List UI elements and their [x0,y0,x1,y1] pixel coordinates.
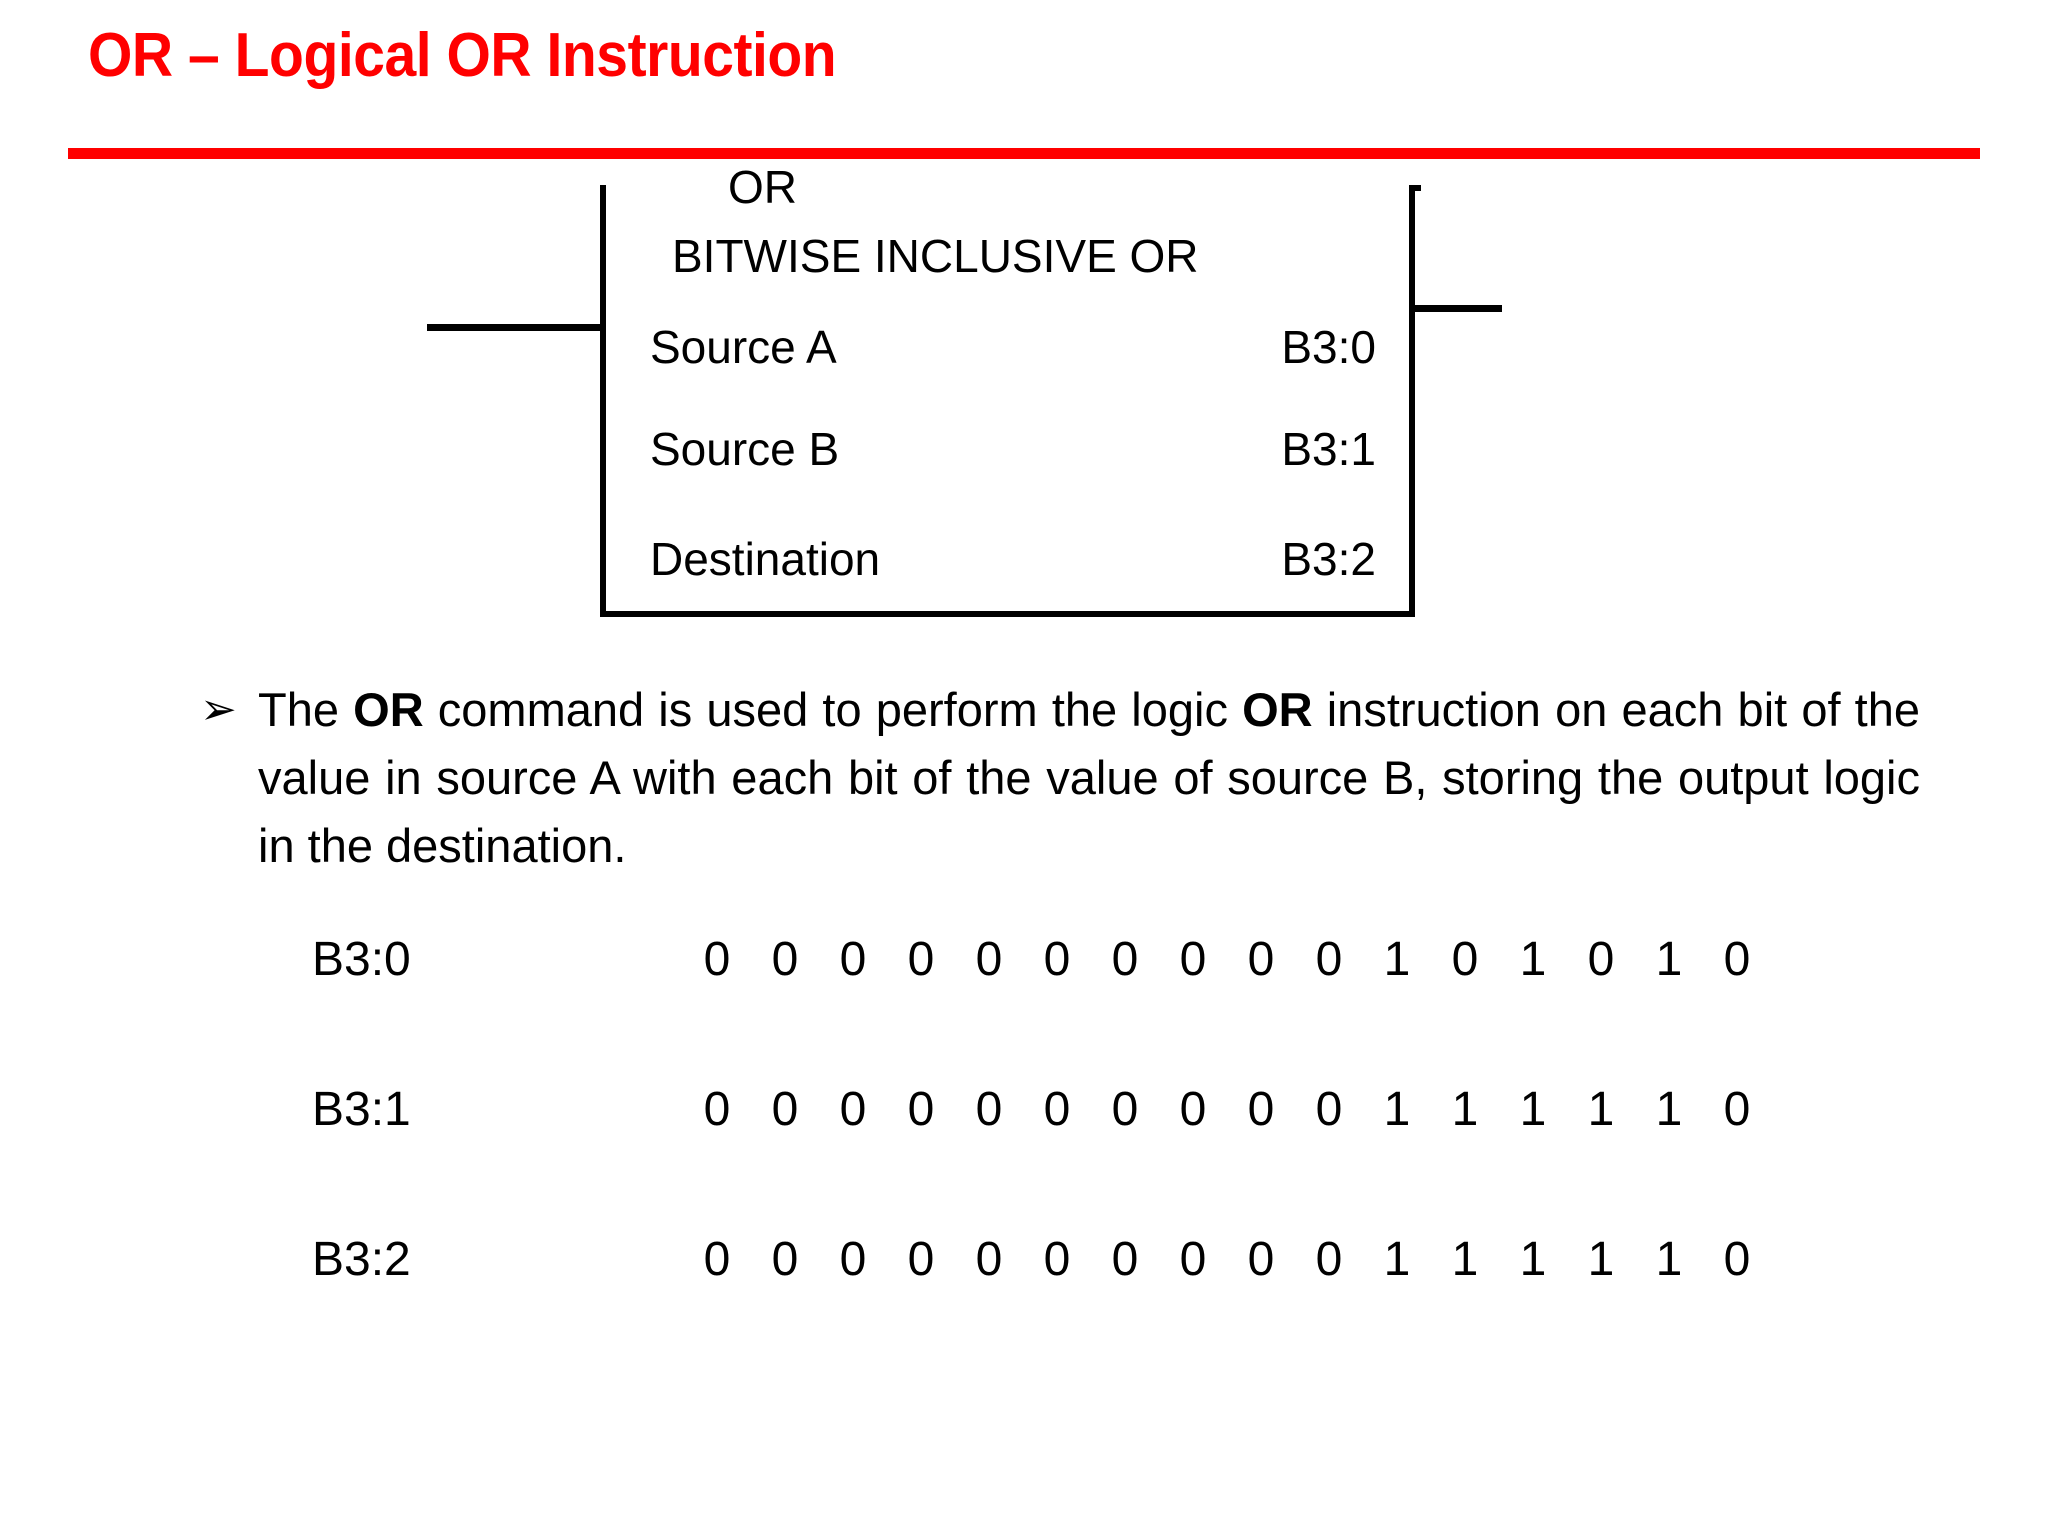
bit-cell: 0 [1247,1233,1277,1286]
operand-value-destination[interactable]: B3:2 [1281,533,1376,585]
bit-cell: 0 [1111,1233,1141,1286]
bit-cell: 0 [1723,1233,1753,1286]
bit-cell: 1 [1383,1083,1413,1136]
bullet-paragraph-text: The OR command is used to perform the lo… [258,676,1920,880]
bit-cell: 0 [1043,1233,1073,1286]
bit-cell: 0 [771,1083,801,1136]
bit-cell: 1 [1655,1083,1685,1136]
bit-cell: 0 [975,933,1005,986]
operand-label-source-b: Source B [650,423,840,475]
bit-cell: 0 [1111,933,1141,986]
bullet-text-bold-run: OR [1242,683,1313,736]
bullet-paragraph: ➢ The OR command is used to perform the … [200,676,1920,880]
bit-cell: 1 [1519,933,1549,986]
bit-cell: 0 [907,1083,937,1136]
bit-cell: 0 [1247,933,1277,986]
bit-cell: 1 [1655,933,1685,986]
operand-label-source-a: Source A [650,321,837,373]
rung-output-wire [1412,305,1502,312]
operand-row-source-b: Source B B3:1 [650,422,1390,476]
bit-cell: 0 [839,1233,869,1286]
title-divider-rule [68,148,1980,159]
bit-cell: 0 [1179,1233,1209,1286]
bit-cell: 1 [1451,1083,1481,1136]
bit-row-label: B3:0 [312,933,411,986]
bit-cell: 0 [1315,1233,1345,1286]
bit-cell: 0 [839,933,869,986]
bit-cell: 0 [703,933,733,986]
bit-cell: 1 [1383,933,1413,986]
bit-row-label: B3:1 [312,1083,411,1136]
operand-row-destination: Destination B3:2 [650,532,1390,586]
bit-cell: 0 [1451,933,1481,986]
operand-value-source-b[interactable]: B3:1 [1281,423,1376,475]
page-title: OR – Logical OR Instruction [88,21,837,90]
bit-cell: 0 [907,1233,937,1286]
bit-cell: 0 [703,1233,733,1286]
bit-row-label: B3:2 [312,1233,411,1286]
bullet-text-run: The [258,683,354,736]
bit-cell: 0 [975,1233,1005,1286]
bit-cell: 1 [1383,1233,1413,1286]
bit-cell: 0 [1315,933,1345,986]
bit-cell: 1 [1451,1233,1481,1286]
bit-cell: 0 [1179,1083,1209,1136]
bit-cell: 0 [1179,933,1209,986]
bit-cell: 0 [1043,933,1073,986]
bullet-text-run: command is used to perform the logic [423,683,1243,736]
instruction-description: BITWISE INCLUSIVE OR [672,230,1199,282]
operand-label-destination: Destination [650,533,881,585]
bit-cell: 0 [771,933,801,986]
bit-cell: 0 [1111,1083,1141,1136]
bullet-text-bold-run: OR [353,683,424,736]
ladder-rung-diagram: OR BITWISE INCLUSIVE OR Source A B3:0 So… [0,0,2048,680]
bit-cell: 0 [1723,1083,1753,1136]
bit-cell: 0 [1587,933,1617,986]
bit-cell: 0 [771,1233,801,1286]
bullet-text-run: instruction on each bit of the value in … [258,683,1921,872]
bit-cell: 0 [1247,1083,1277,1136]
bit-cell: 0 [1043,1083,1073,1136]
bit-cell: 1 [1655,1233,1685,1286]
bit-cell: 1 [1519,1083,1549,1136]
bit-cell: 1 [1587,1083,1617,1136]
instruction-box [600,185,1415,617]
bit-cell: 0 [975,1083,1005,1136]
bit-cell: 0 [703,1083,733,1136]
rung-input-wire [427,324,603,331]
bit-cell: 1 [1587,1233,1617,1286]
operand-value-source-a[interactable]: B3:0 [1281,321,1376,373]
arrow-bullet-icon: ➢ [200,685,237,734]
bit-cell: 0 [907,933,937,986]
bit-cell: 0 [839,1083,869,1136]
bit-cell: 1 [1519,1233,1549,1286]
operand-row-source-a: Source A B3:0 [650,320,1390,374]
bit-cell: 0 [1315,1083,1345,1136]
instruction-mnemonic: OR [728,161,797,213]
bit-cell: 0 [1723,933,1753,986]
